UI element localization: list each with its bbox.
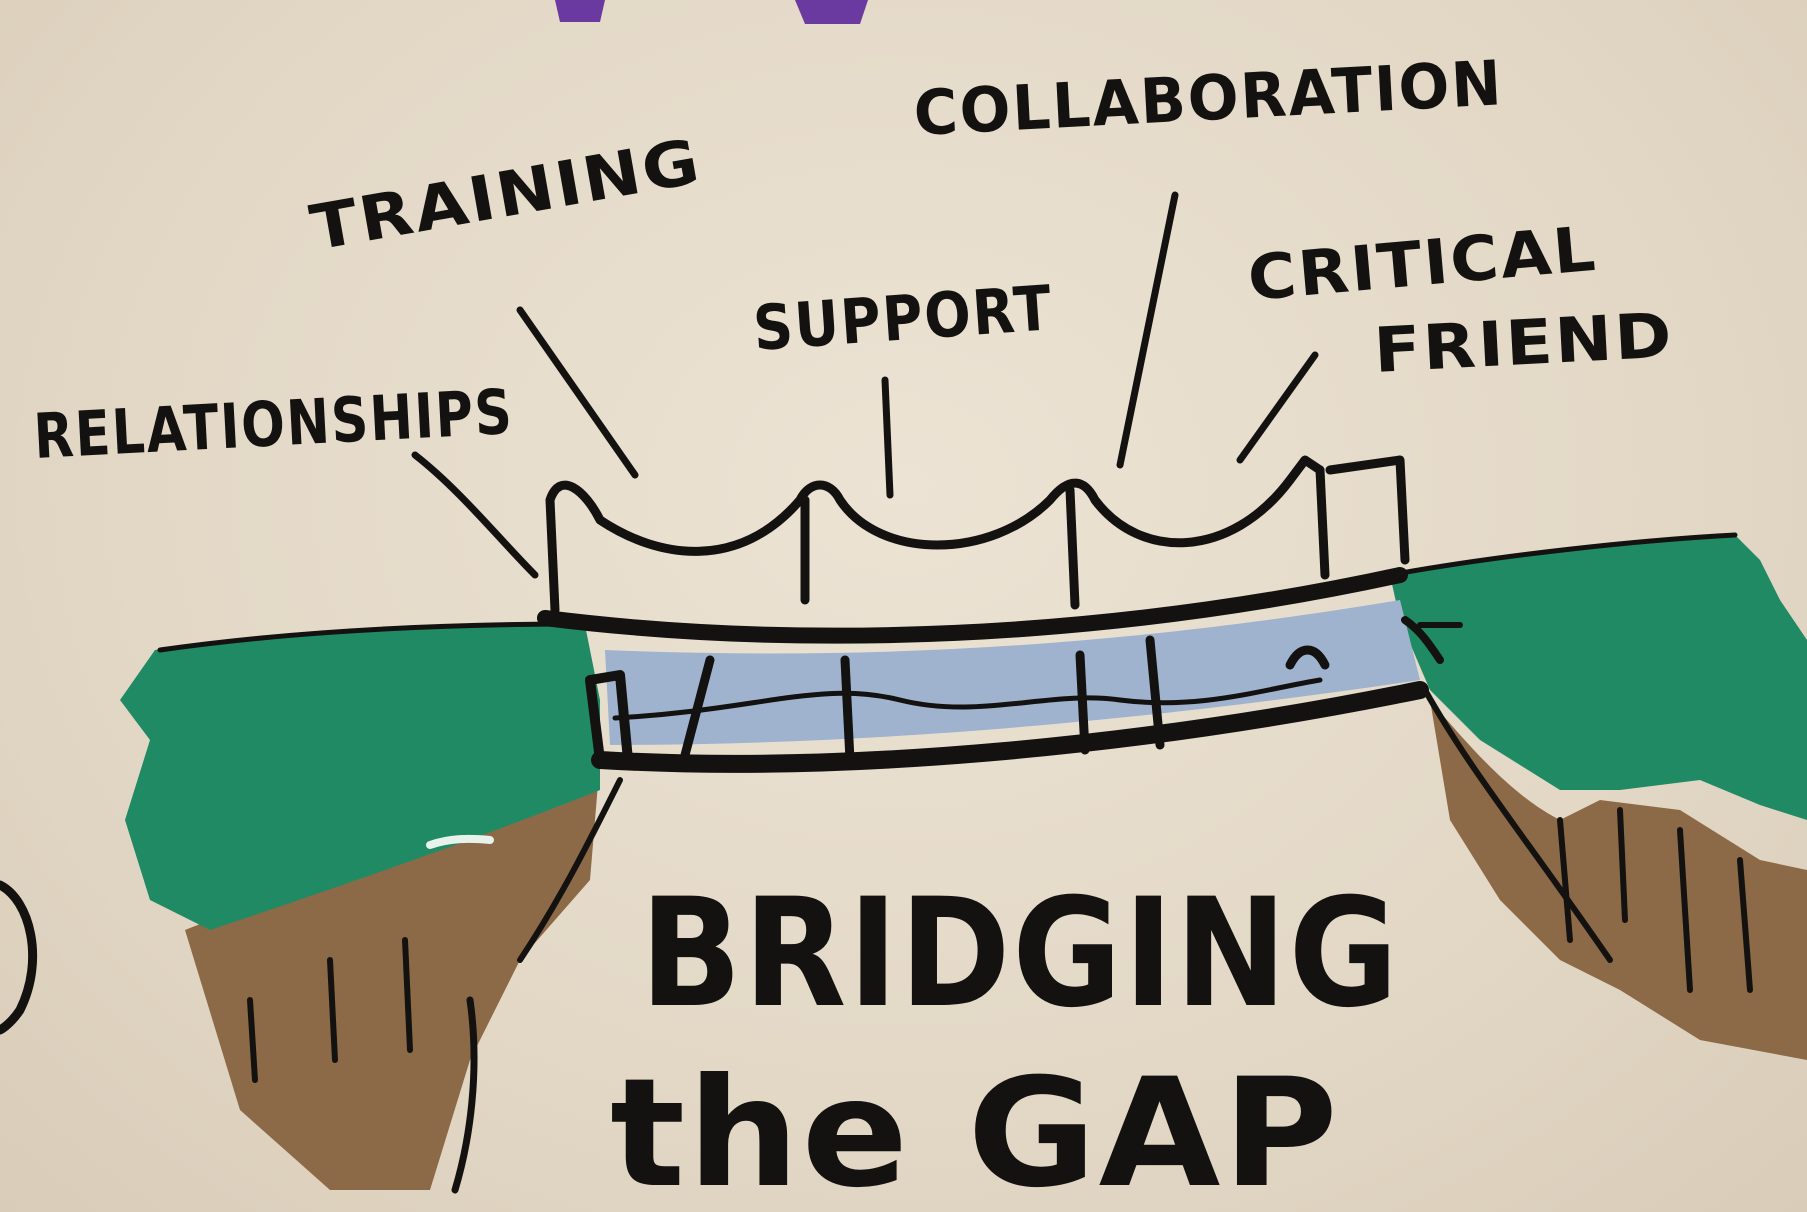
partial-glyph-left-edge — [0, 880, 38, 1035]
purple-banner-fragment — [555, 0, 868, 24]
label-critical: CRITICAL — [1245, 212, 1600, 315]
bridge — [537, 567, 1463, 773]
label-relationships: RELATIONSHIPS — [32, 375, 515, 473]
label-support: SUPPORT — [751, 271, 1055, 365]
label-friend: FRIEND — [1372, 298, 1675, 387]
label-collaboration: COLLABORATION — [912, 46, 1505, 150]
right-cliff — [1422, 687, 1807, 1060]
left-grass — [120, 621, 600, 930]
title-line-2: the GAP — [610, 1047, 1340, 1212]
label-pointers — [411, 191, 1319, 579]
water — [605, 600, 1420, 745]
right-grass — [1387, 532, 1807, 820]
left-cliff — [185, 760, 623, 1194]
title-line-1: BRIDGING — [640, 867, 1400, 1041]
suspension-cables — [545, 455, 1410, 615]
label-training: TRAINING — [305, 124, 707, 264]
